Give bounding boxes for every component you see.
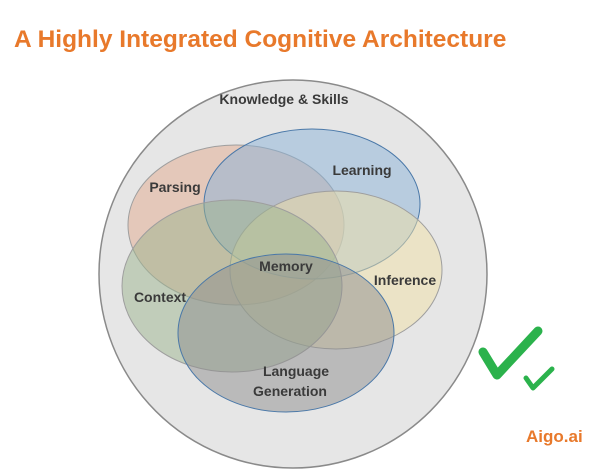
double-checkmark-icon [478, 326, 555, 391]
knowledge-skills-label: Knowledge & Skills [219, 91, 348, 107]
parsing-label: Parsing [149, 179, 200, 195]
generation-label: Generation [253, 383, 327, 399]
page-title: A Highly Integrated Cognitive Architectu… [14, 26, 507, 53]
learning-label: Learning [332, 162, 391, 178]
brand-name: Aigo.ai [526, 427, 583, 446]
language-label: Language [263, 363, 329, 379]
context-label: Context [134, 289, 186, 305]
inference-label: Inference [374, 272, 436, 288]
language-generation-ellipse [177, 253, 395, 413]
memory-label: Memory [259, 258, 313, 274]
